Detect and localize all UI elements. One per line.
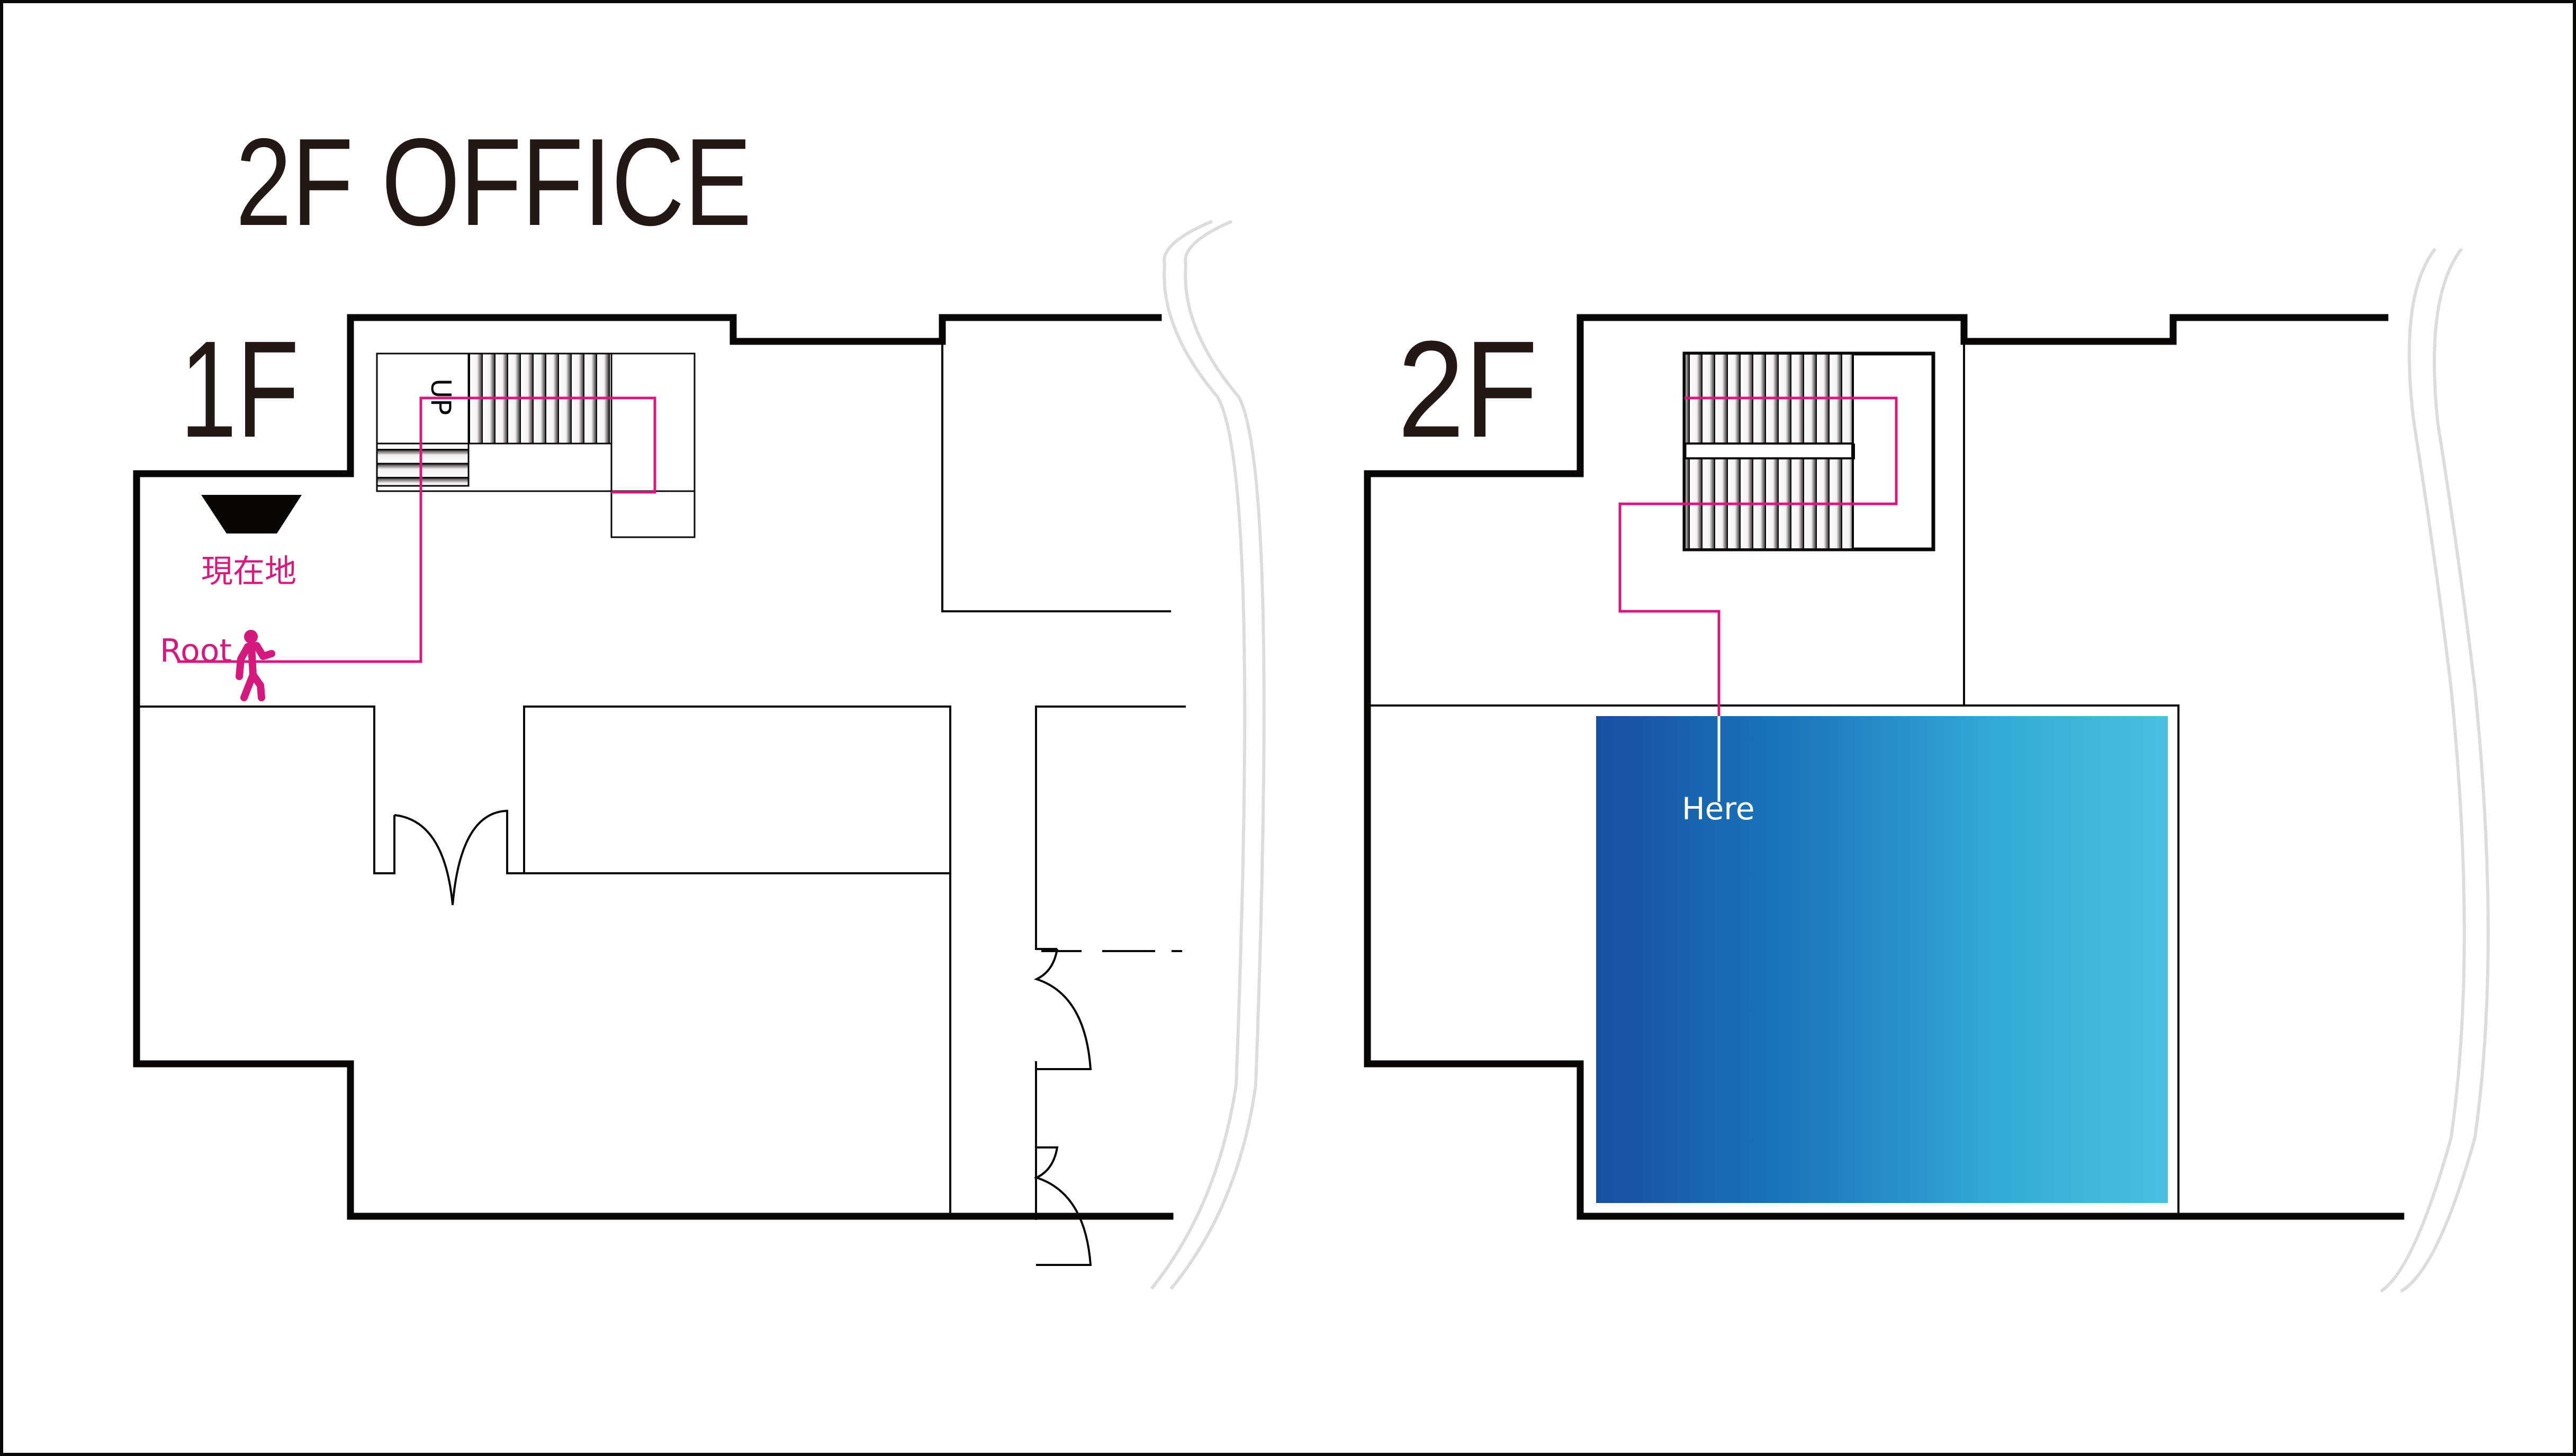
route-path-2f [1618, 396, 1898, 716]
door-right-upper-1f [1033, 948, 1092, 1220]
exterior-wall-2f [1364, 314, 2404, 1220]
break-line-2f-inner [2400, 248, 2490, 1293]
room-center-1f [523, 706, 951, 1216]
room-top-right-1f [941, 341, 1171, 612]
floor-label-1f: 1F [180, 313, 299, 466]
destination-label: Here [1682, 791, 1755, 827]
door-right-lower-1f [1033, 1062, 1092, 1266]
break-line-1f [1150, 220, 1247, 1290]
staircase-1f: UP [376, 352, 696, 538]
door-double-1f [394, 809, 524, 906]
destination-room-highlight [1596, 716, 2168, 1203]
exterior-wall-1f [133, 314, 1174, 1220]
floor-label-2f: 2F [1398, 313, 1538, 466]
route-path-1f [177, 396, 656, 663]
walking-person-icon [236, 630, 275, 701]
page-title: 2F OFFICE [236, 112, 752, 251]
current-location-marker-icon [201, 495, 302, 533]
floor-2f-plan: 2F Here [1364, 248, 2490, 1293]
break-line-1f-inner [1169, 220, 1266, 1290]
room-left-1f [137, 706, 395, 874]
current-location-label: 現在地 [201, 553, 296, 590]
floor-1f-plan: 1F UP 現在地 Root [133, 220, 1266, 1290]
break-line-2f [2380, 248, 2466, 1293]
interior-walls-2f [1367, 341, 2179, 1216]
route-start-label: Root [160, 632, 232, 670]
room-right-1f [1035, 706, 1186, 950]
